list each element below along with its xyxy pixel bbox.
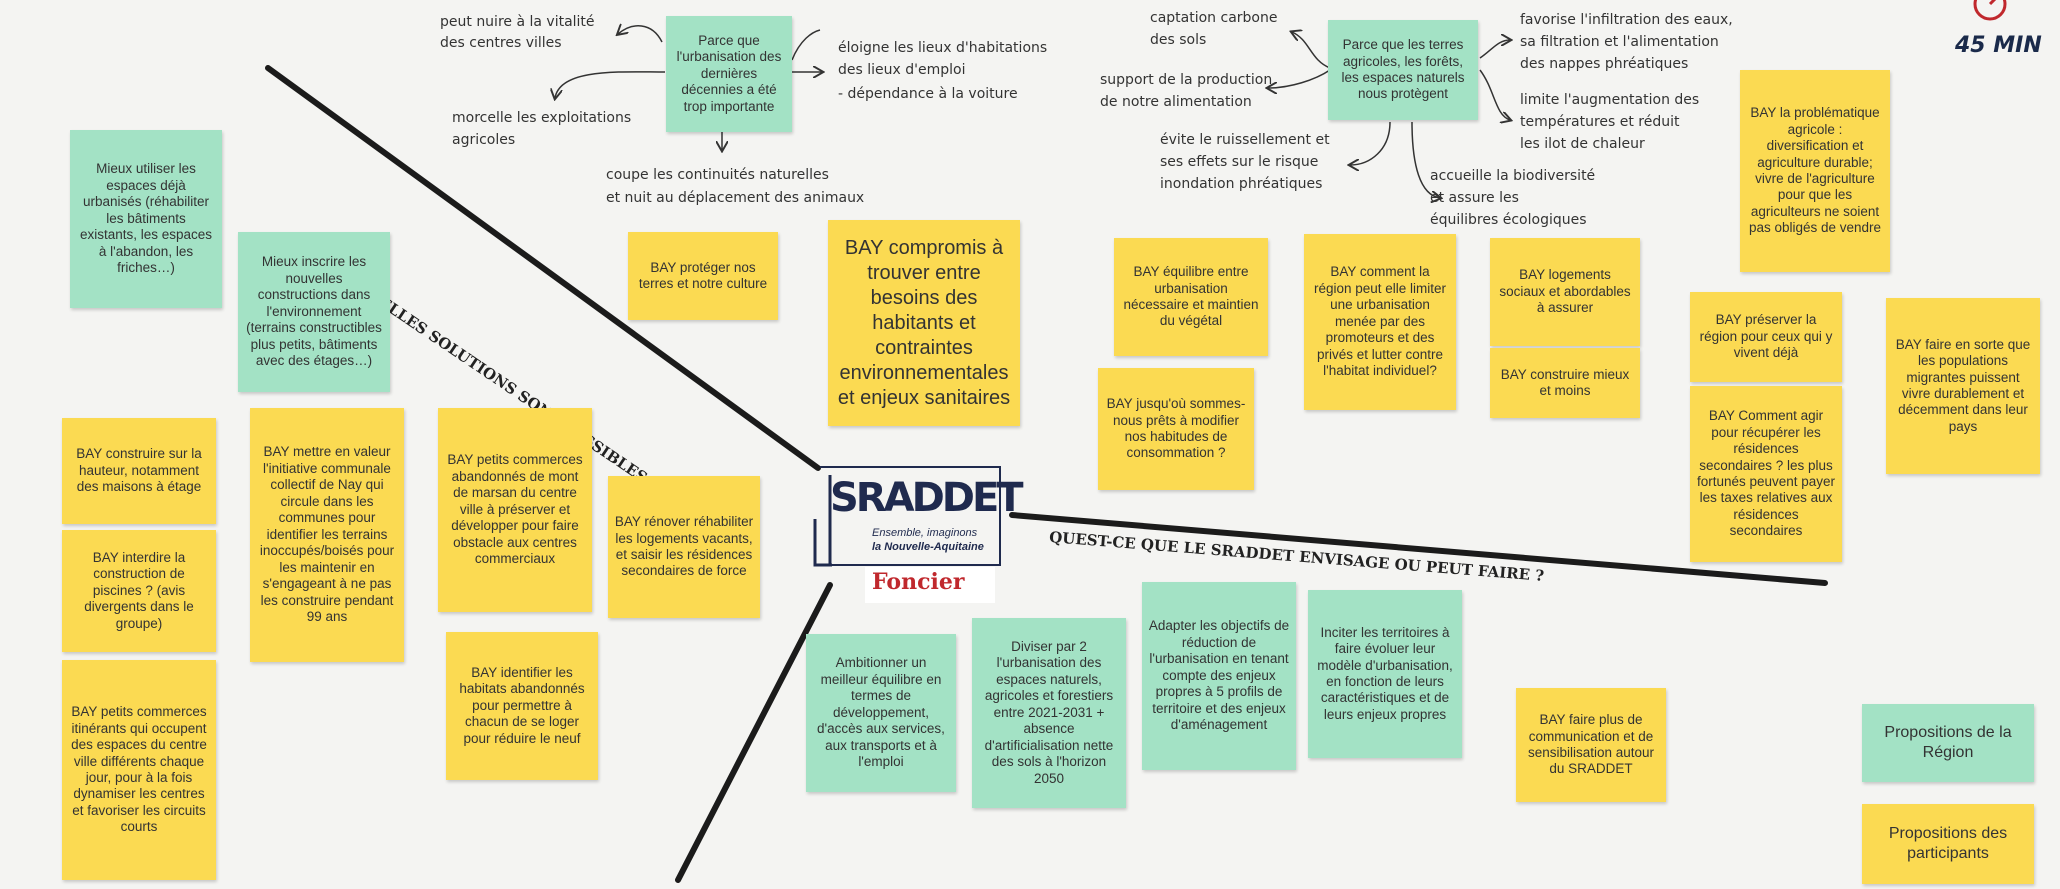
note-y14: BAY construire mieux et moins [1490, 348, 1640, 418]
note-y10: BAY équilibre entre urbanisation nécessa… [1114, 238, 1268, 356]
hand-vitalite-1: peut nuire à la vitalité [440, 14, 595, 30]
note-y5: BAY petits commerces itinérants qui occu… [62, 660, 216, 880]
note-y8: BAY rénover réhabiliter les logements va… [608, 476, 760, 618]
note-y12: BAY comment la région peut elle limiter … [1304, 234, 1456, 410]
note-y9: BAY identifier les habitats abandonnés p… [446, 632, 598, 780]
hand-ruissellement-3: inondation phréatiques [1160, 176, 1323, 192]
arrow-biodiversite [1411, 121, 1440, 198]
note-g6: Inciter les territoires à faire évoluer … [1308, 590, 1462, 758]
hand-temperatures-3: les ilot de chaleur [1520, 136, 1645, 152]
note-g5: Adapter les objectifs de réduction de l'… [1142, 582, 1296, 770]
hand-eloigne-3: - dépendance à la voiture [838, 86, 1018, 102]
hand-captation-2: des sols [1150, 32, 1207, 48]
legend-participants: Propositions des participants [1862, 804, 2034, 884]
hand-biodiversite-2: et assure les [1430, 190, 1519, 206]
note-g4: Diviser par 2 l'urbanisation des espaces… [972, 618, 1126, 808]
arrow-support [1268, 69, 1331, 88]
logo-tagline-1: Ensemble, imaginons [872, 527, 978, 539]
arrow-infiltration [1479, 40, 1510, 59]
note-y13: BAY logements sociaux et abordables à as… [1490, 238, 1640, 346]
arrow-eloigne-up [791, 29, 821, 61]
hand-infiltration-3: des nappes phréatiques [1520, 56, 1689, 72]
legend-region: Propositions de la Région [1862, 704, 2034, 782]
branch-left [265, 65, 821, 471]
note-y3: BAY construire sur la hauteur, notamment… [62, 418, 216, 524]
hand-biodiversite-3: équilibres écologiques [1430, 212, 1587, 228]
timer-label: 45 MIN [1955, 33, 2042, 58]
sraddet-logo: SRADDET Ensemble, imaginons la Nouvelle-… [810, 455, 1024, 605]
logo-tagline-2: la Nouvelle-Aquitaine [872, 541, 984, 553]
hand-morcelle-2: agricoles [452, 132, 516, 148]
arrow-temperatures [1479, 69, 1510, 120]
hand-eloigne-2: des lieux d'emploi [838, 62, 966, 78]
note-y1: BAY protéger nos terres et notre culture [628, 232, 778, 320]
note-y19: BAY faire plus de communication et de se… [1516, 688, 1666, 802]
arrow-ruissellement [1350, 121, 1391, 165]
hand-infiltration-1: favorise l'infiltration des eaux, [1520, 12, 1733, 28]
note-y6: BAY mettre en valeur l'initiative commun… [250, 408, 404, 662]
hand-support-1: support de la production [1100, 72, 1273, 88]
hand-infiltration-2: sa filtration et l'alimentation [1520, 34, 1719, 50]
hand-biodiversite-1: accueille la biodiversité [1430, 168, 1596, 184]
hand-vitalite-2: des centres villes [440, 35, 562, 51]
branch-bottom [675, 582, 833, 883]
hand-support-2: de notre alimentation [1100, 94, 1252, 110]
arrow-captation [1292, 32, 1331, 69]
hand-morcelle-1: morcelle les exploitations [452, 110, 632, 126]
logo-topic: Foncier [872, 569, 965, 595]
note-y2: BAY compromis à trouver entre besoins de… [828, 220, 1020, 426]
note-y15: BAY la problématique agricole : diversif… [1740, 70, 1890, 272]
clock-icon [1973, 0, 2007, 21]
logo-brand: SRADDET [830, 475, 1024, 521]
hand-eloigne-1: éloigne les lieux d'habitations [838, 40, 1048, 56]
arrow-morcelle [555, 71, 666, 98]
note-y4: BAY interdire la construction de piscine… [62, 530, 216, 652]
note-y11: BAY jusqu'où sommes-nous prêts à modifie… [1098, 368, 1254, 490]
note-y16: BAY préserver la région pour ceux qui y … [1690, 292, 1842, 382]
hand-continuites-2: et nuit au déplacement des animaux [606, 190, 865, 206]
hand-temperatures-1: limite l'augmentation des [1520, 92, 1700, 108]
note-g1: Mieux utiliser les espaces déjà urbanisé… [70, 130, 222, 308]
hand-continuites-1: coupe les continuités naturelles [606, 167, 829, 183]
note-y18: BAY faire en sorte que les populations m… [1886, 298, 2040, 474]
branch-right [1009, 512, 1828, 586]
note-g2: Mieux inscrire les nouvelles constructio… [238, 232, 390, 392]
note-g3: Ambitionner un meilleur équilibre en ter… [806, 634, 956, 792]
note-y17: BAY Comment agir pour récupérer les rési… [1690, 386, 1842, 562]
hand-ruissellement-2: ses effets sur le risque [1160, 154, 1319, 170]
hand-temperatures-2: températures et réduit [1520, 114, 1680, 130]
hand-ruissellement-1: évite le ruissellement et [1160, 132, 1330, 148]
arrow-vitalite [618, 26, 663, 43]
note-why-protect: Parce que les terres agricoles, les forê… [1328, 20, 1478, 120]
note-y7: BAY petits commerces abandonnés de mont … [438, 408, 592, 612]
note-why-urbanisation: Parce que l'urbanisation des dernières d… [666, 16, 792, 132]
hand-captation-1: captation carbone [1150, 10, 1278, 26]
